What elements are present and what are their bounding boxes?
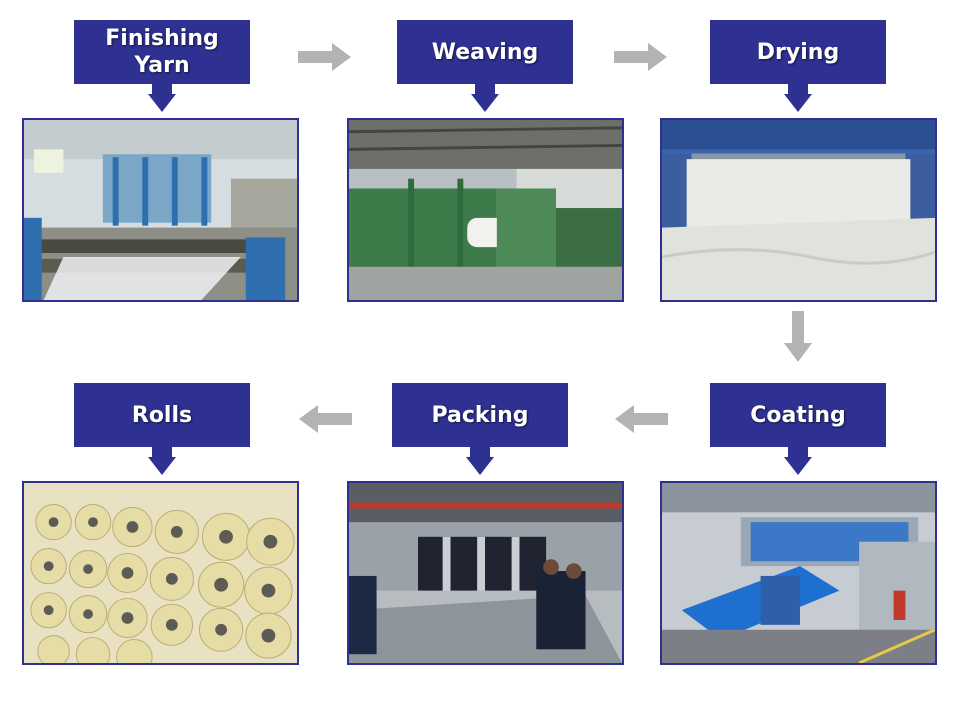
down-pointer-icon: [148, 94, 176, 112]
arrow-icon: [298, 43, 351, 71]
step-label: Coating: [750, 402, 846, 428]
arrow-icon: [784, 311, 812, 362]
photo-rolls: [22, 481, 299, 665]
down-pointer-icon: [784, 94, 812, 112]
photo-packing: [347, 481, 624, 665]
step-label: Rolls: [131, 402, 193, 428]
arrow-icon: [615, 405, 668, 433]
down-pointer-icon: [466, 457, 494, 475]
step-label: Weaving: [431, 39, 539, 65]
down-pointer-icon: [788, 84, 808, 94]
arrow-icon: [614, 43, 667, 71]
step-label: Drying: [756, 39, 840, 65]
step-label: Packing: [431, 402, 529, 428]
down-pointer-icon: [152, 84, 172, 94]
photo-coating: [660, 481, 937, 665]
photo-finishing-yarn: [22, 118, 299, 302]
down-pointer-icon: [152, 447, 172, 457]
down-pointer-icon: [788, 447, 808, 457]
photo-weaving: [347, 118, 624, 302]
step-coating: Coating: [710, 383, 886, 447]
arrow-icon: [299, 405, 352, 433]
down-pointer-icon: [148, 457, 176, 475]
step-label: Finishing Yarn: [105, 26, 219, 78]
step-weaving: Weaving: [397, 20, 573, 84]
down-pointer-icon: [784, 457, 812, 475]
photo-drying: [660, 118, 937, 302]
step-packing: Packing: [392, 383, 568, 447]
step-finishing-yarn: Finishing Yarn: [74, 20, 250, 84]
down-pointer-icon: [470, 447, 490, 457]
step-rolls: Rolls: [74, 383, 250, 447]
down-pointer-icon: [475, 84, 495, 94]
step-drying: Drying: [710, 20, 886, 84]
down-pointer-icon: [471, 94, 499, 112]
